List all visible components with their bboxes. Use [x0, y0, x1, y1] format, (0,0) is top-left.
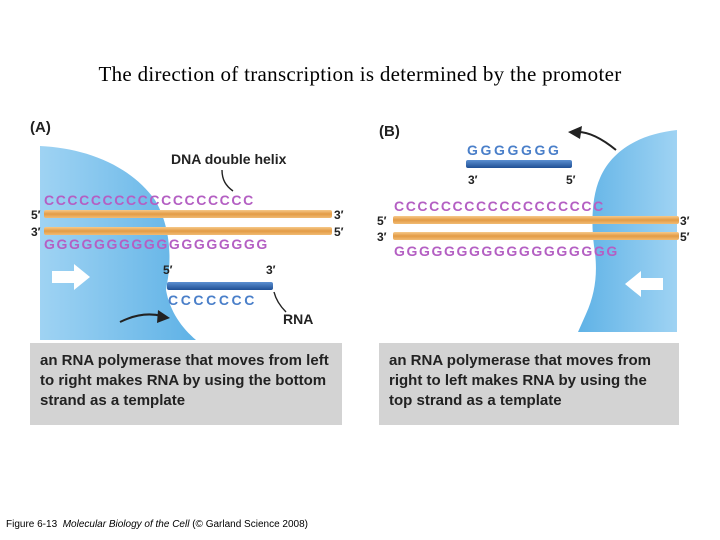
panel-a-bottom-sequence: GGGGGGGGGGGGGGGGGG [44, 236, 269, 252]
dna-callout-label: DNA double helix [171, 151, 287, 167]
copyright-credit: (© Garland Science 2008) [192, 519, 308, 530]
panel-a-rna-3-end: 3′ [266, 263, 276, 277]
panel-b-rna-3-end: 3′ [468, 173, 478, 187]
panel-a-label: (A) [30, 119, 51, 136]
panel-b-bottom-left-end: 3′ [377, 230, 387, 244]
panel-a-rna-sequence: CCCCCCC [168, 292, 257, 308]
panel-b-exit-arrowhead [568, 126, 582, 139]
panel-b-exit-arrow [577, 131, 617, 151]
rna-polymerase-b [578, 130, 677, 332]
panel-b-top-left-end: 5′ [377, 214, 387, 228]
panel-a-rna-strand [167, 282, 273, 290]
panel-a-bottom-right-end: 5′ [334, 225, 344, 239]
panel-b-rna-sequence: GGGGGGG [467, 142, 561, 158]
panel-a-exit-arrowhead [157, 310, 170, 323]
figure-number: Figure 6-13 [6, 519, 58, 530]
panel-a-top-left-end: 5′ [31, 208, 41, 222]
panel-a-caption: an RNA polymerase that moves from left t… [30, 343, 342, 425]
rna-polymerase-a [40, 146, 196, 340]
book-title: Molecular Biology of the Cell [62, 519, 190, 530]
polymerase-b-arrow [625, 271, 663, 297]
figure-footer: Figure 6-13 Molecular Biology of the Cel… [6, 519, 308, 530]
dna-callout-leader [221, 169, 234, 192]
panel-a-rna-5-end: 5′ [163, 263, 173, 277]
panel-b-bottom-right-end: 5′ [680, 230, 690, 244]
panel-a-top-strand [44, 210, 332, 218]
panel-a-top-sequence: CCCCCCCCCCCCCCCCCC [44, 192, 255, 208]
panel-b-rna-5-end: 5′ [566, 173, 576, 187]
panel-b-top-right-end: 3′ [680, 214, 690, 228]
panel-b-bottom-sequence: GGGGGGGGGGGGGGGGGG [394, 243, 619, 259]
page-title: The direction of transcription is determ… [98, 62, 622, 86]
polymerase-a-arrow [52, 264, 90, 290]
panel-b-rna-strand [466, 160, 572, 168]
panel-b-top-sequence: CCCCCCCCCCCCCCCCCC [394, 198, 605, 214]
panel-b-label: (B) [379, 123, 400, 140]
panel-b-top-strand [393, 216, 679, 224]
panel-b-bottom-strand [393, 232, 679, 240]
panel-a-top-right-end: 3′ [334, 208, 344, 222]
panel-a-bottom-strand [44, 227, 332, 235]
rna-callout-leader [273, 291, 287, 313]
rna-callout-label: RNA [283, 311, 313, 327]
panel-b-caption: an RNA polymerase that moves from right … [379, 343, 679, 425]
panel-a-bottom-left-end: 3′ [31, 225, 41, 239]
